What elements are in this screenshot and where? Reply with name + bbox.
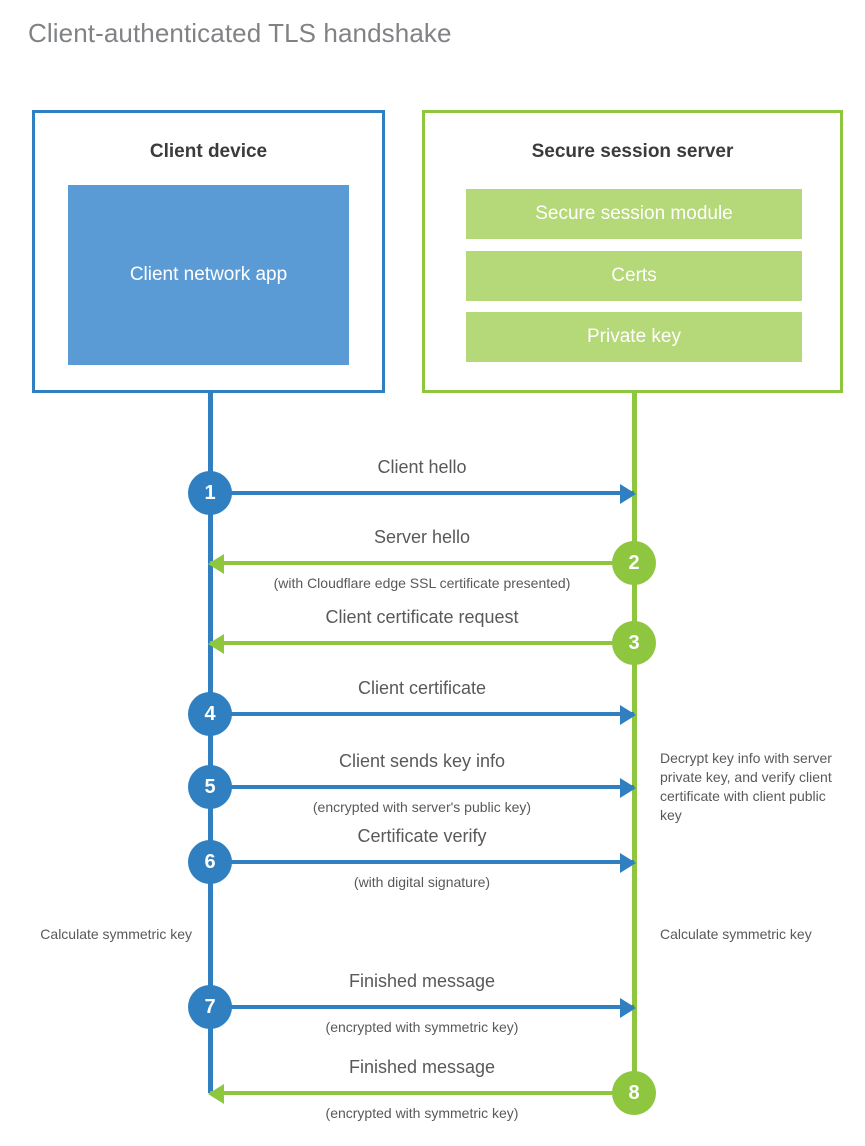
step-number-circle-6: 6 <box>188 840 232 884</box>
arrow-head-icon <box>620 853 636 873</box>
client-device-title: Client device <box>149 141 268 162</box>
step-number-circle-3: 3 <box>612 621 656 665</box>
message-sublabel: (encrypted with symmetric key) <box>325 1019 519 1035</box>
message-sublabel: (with Cloudflare edge SSL certificate pr… <box>273 575 571 591</box>
step-number-circle-7: 7 <box>188 985 232 1029</box>
message-label: Client hello <box>377 457 467 477</box>
arrow-head-icon <box>208 634 224 654</box>
client-lifeline <box>208 393 213 1093</box>
message-label: Server hello <box>373 527 471 547</box>
arrow-head-icon <box>208 554 224 574</box>
message-arrow-line <box>210 1005 634 1009</box>
server-calculate-symmetric-key-note: Calculate symmetric key <box>660 926 812 942</box>
step-number-circle-1: 1 <box>188 471 232 515</box>
secure-session-server-title: Secure session server <box>531 141 734 162</box>
message-label: Certificate verify <box>357 826 487 846</box>
message-label: Client certificate <box>357 678 487 698</box>
message-arrow-line <box>210 860 634 864</box>
arrow-head-icon <box>620 778 636 798</box>
server-lifeline <box>632 393 637 1093</box>
arrow-head-icon <box>620 705 636 725</box>
page-title: Client-authenticated TLS handshake <box>28 18 452 48</box>
client-calculate-symmetric-key-note: Calculate symmetric key <box>40 926 192 942</box>
server-component-private-key: Private key <box>466 312 802 362</box>
message-label: Client sends key info <box>338 751 506 771</box>
message-label: Finished message <box>348 1057 496 1077</box>
server-component-certs: Certs <box>466 251 802 301</box>
message-arrow-line <box>210 1091 634 1095</box>
message-arrow-line <box>210 561 634 565</box>
arrow-head-icon <box>620 484 636 504</box>
message-arrow-line <box>210 491 634 495</box>
client-network-app-block: Client network app <box>68 185 349 365</box>
message-arrow-line <box>210 712 634 716</box>
step-number-circle-2: 2 <box>612 541 656 585</box>
message-sublabel: (encrypted with server's public key) <box>312 799 532 815</box>
message-label: Client certificate request <box>325 607 519 627</box>
message-arrow-line <box>210 785 634 789</box>
server-decrypt-note: Decrypt key info with server private key… <box>660 750 832 823</box>
step-number-circle-5: 5 <box>188 765 232 809</box>
arrow-head-icon <box>208 1084 224 1104</box>
message-arrow-line <box>210 641 634 645</box>
step-number-circle-4: 4 <box>188 692 232 736</box>
server-component-secure-session-module: Secure session module <box>466 189 802 239</box>
message-label: Finished message <box>348 971 496 991</box>
client-device-box: Client device Client network app <box>32 110 385 393</box>
message-sublabel: (with digital signature) <box>353 874 491 890</box>
message-sublabel: (encrypted with symmetric key) <box>325 1105 519 1121</box>
arrow-head-icon <box>620 998 636 1018</box>
secure-session-server-box: Secure session server Secure session mod… <box>422 110 843 393</box>
step-number-circle-8: 8 <box>612 1071 656 1115</box>
